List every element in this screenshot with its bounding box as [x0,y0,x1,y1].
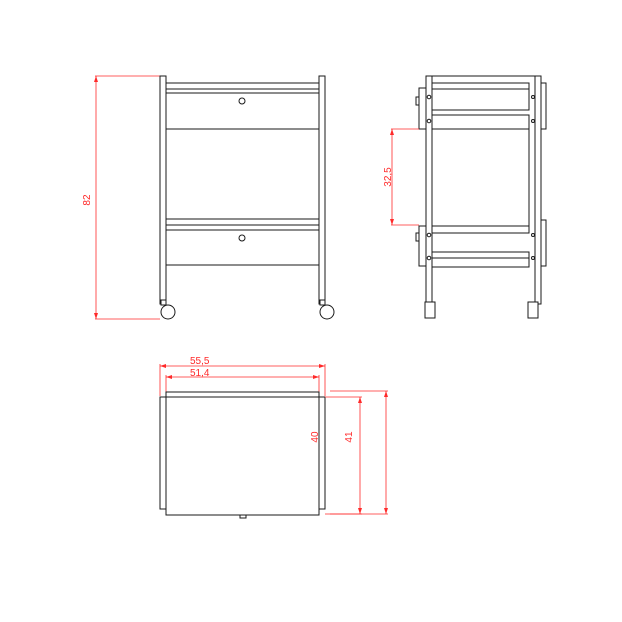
screw-icon [426,94,535,261]
handle-icon [239,514,247,519]
outer-depth-dimension-label: 41 [344,431,355,443]
caster-wheel-icon [160,304,176,320]
outer-width-dimension-label: 55,5 [190,356,210,367]
top-view: 55,5 51,4 40 41 [159,356,388,519]
shelf-gap-dimension-label: 32,5 [383,167,394,187]
caster-foot-icon [527,301,539,319]
drawer-knob-icon [238,97,246,105]
front-view: 82 [82,75,335,320]
caster-foot-icon [424,301,436,319]
drawer-knob-icon [238,234,246,242]
side-view: 32,5 [383,75,547,319]
caster-wheel-icon [319,304,335,320]
inner-depth-dimension-label: 40 [310,431,321,443]
inner-width-dimension-label: 51,4 [190,368,210,379]
height-dimension-label: 82 [82,194,93,206]
